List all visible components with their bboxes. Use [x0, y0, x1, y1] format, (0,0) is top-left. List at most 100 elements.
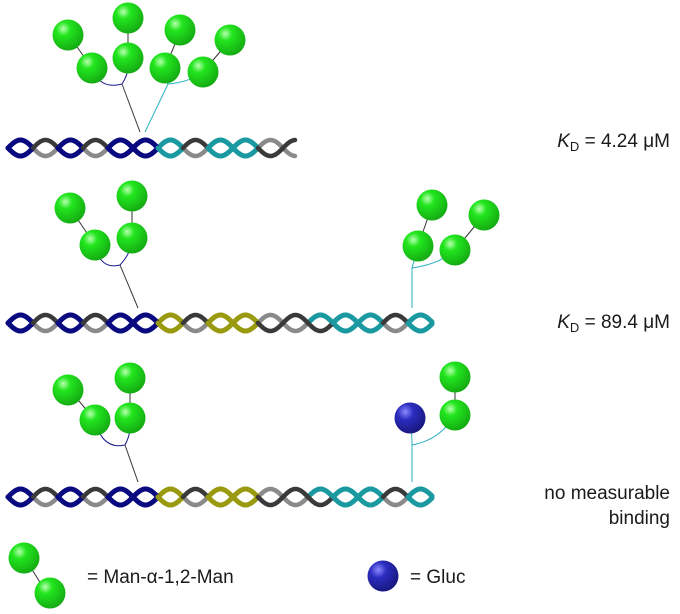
- glucose-sphere-icon: [367, 560, 399, 592]
- dna-strand: [405, 494, 435, 508]
- dna-strand: [305, 486, 336, 500]
- linker-line: [124, 444, 139, 483]
- mannose-sphere-icon: [164, 14, 196, 46]
- dna-strand: [30, 486, 61, 500]
- dna-strand: [155, 486, 186, 500]
- mannose-sphere-icon: [52, 19, 84, 51]
- dna-strand: [55, 486, 86, 500]
- dna-strand: [30, 494, 61, 508]
- sugar-spheres: [8, 2, 500, 609]
- dna-strand: [105, 320, 136, 334]
- dna-strand: [330, 494, 361, 508]
- legend-man-label: = Man-α-1,2-Man: [87, 567, 234, 588]
- dna-strand: [55, 137, 86, 151]
- glucose-sphere-icon: [394, 402, 426, 434]
- mannose-sphere-icon: [112, 2, 144, 34]
- dna-strand: [330, 320, 361, 334]
- dna-strand: [180, 312, 211, 326]
- dna-strand: [230, 137, 261, 151]
- dna-strand: [80, 137, 111, 151]
- dna-strand: [155, 312, 186, 326]
- dna-strand: [180, 145, 211, 159]
- dna-strand: [80, 486, 111, 500]
- dna-strand: [305, 494, 336, 508]
- kd-symbol: K: [557, 312, 570, 333]
- dna-strand: [355, 312, 386, 326]
- dna-strand: [255, 494, 286, 508]
- dna-strand: [405, 320, 435, 334]
- dna-strand: [280, 320, 311, 334]
- dna-strand: [255, 486, 286, 500]
- dna-strand: [105, 486, 136, 500]
- dna-strand: [5, 145, 36, 159]
- mannose-sphere-icon: [79, 404, 111, 436]
- linker-line: [121, 83, 141, 133]
- dna-strand: [5, 312, 36, 326]
- dna-strand: [105, 494, 136, 508]
- mannose-sphere-icon: [149, 52, 181, 84]
- kd-label-row1: KD = 4.24 μM: [557, 131, 670, 154]
- mannose-sphere-icon: [52, 374, 84, 406]
- dna-strand: [130, 137, 161, 151]
- dna-strand: [230, 494, 261, 508]
- dna-strand: [305, 320, 336, 334]
- dna-strand: [330, 312, 361, 326]
- dna-strand: [255, 145, 286, 159]
- dna-strand: [230, 145, 261, 159]
- dna-strand: [230, 312, 261, 326]
- dna-strand: [205, 137, 236, 151]
- dna-strand: [180, 320, 211, 334]
- dna-strand: [5, 137, 36, 151]
- dna-strand: [130, 320, 161, 334]
- mannose-sphere-icon: [439, 234, 471, 266]
- dna-strand: [205, 312, 236, 326]
- dna-strand: [105, 145, 136, 159]
- dna-strand: [280, 494, 311, 508]
- dna-strand: [255, 137, 286, 151]
- dna-strand: [355, 320, 386, 334]
- dna-strand: [205, 320, 236, 334]
- mannose-sphere-icon: [187, 56, 219, 88]
- dna-strand: [130, 494, 161, 508]
- mannose-sphere-icon: [416, 189, 448, 221]
- dna-strand: [5, 320, 36, 334]
- dna-strand: [230, 486, 261, 500]
- dna-strand: [155, 494, 186, 508]
- dna-strand: [30, 312, 61, 326]
- dna-helix-icon: [5, 312, 435, 334]
- dna-helices: [5, 137, 435, 508]
- dna-strand: [405, 312, 435, 326]
- dna-strand: [280, 137, 298, 151]
- dna-strand: [205, 486, 236, 500]
- mannose-sphere-icon: [116, 222, 148, 254]
- dna-strand: [280, 486, 311, 500]
- dna-strand: [405, 486, 435, 500]
- dna-strand: [155, 137, 186, 151]
- dna-strand: [80, 312, 111, 326]
- dna-strand: [355, 494, 386, 508]
- no-binding-line2: binding: [608, 508, 670, 529]
- dna-strand: [180, 137, 211, 151]
- dna-strand: [205, 494, 236, 508]
- mannose-sphere-icon: [8, 542, 40, 574]
- kd-subscript: D: [569, 320, 580, 335]
- mannose-sphere-icon: [214, 24, 246, 56]
- kd-symbol: K: [557, 131, 570, 152]
- dna-strand: [55, 320, 86, 334]
- mannose-sphere-icon: [54, 192, 86, 224]
- dna-strand: [255, 312, 286, 326]
- dna-strand: [130, 486, 161, 500]
- dna-strand: [130, 145, 161, 159]
- dna-strand: [55, 312, 86, 326]
- dna-strand: [380, 320, 411, 334]
- dna-strand: [280, 312, 311, 326]
- dna-strand: [55, 145, 86, 159]
- mannose-sphere-icon: [439, 361, 471, 393]
- mannose-sphere-icon: [402, 230, 434, 262]
- dna-strand: [5, 486, 36, 500]
- kd-value: = 89.4 μM: [584, 312, 670, 333]
- glycan-linkers: [25, 19, 485, 596]
- dna-strand: [55, 494, 86, 508]
- mannose-sphere-icon: [34, 577, 66, 609]
- dna-strand: [230, 320, 261, 334]
